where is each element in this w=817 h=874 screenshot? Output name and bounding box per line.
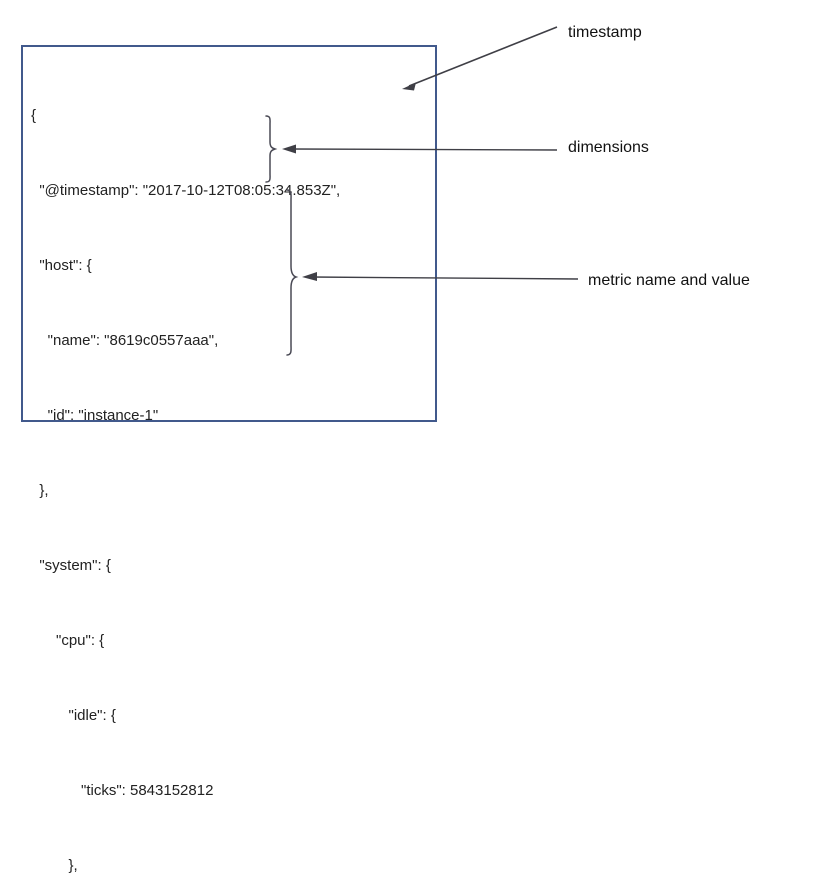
annotation-label-metric: metric name and value <box>588 272 750 289</box>
json-line-cpu-open: "cpu": { <box>31 632 105 649</box>
json-line-idle-close: }, <box>31 857 78 874</box>
json-line-host-id: "id": "instance-1" <box>31 407 159 424</box>
json-line-ticks: "ticks": 5843152812 <box>31 782 214 799</box>
json-line-host-open: "host": { <box>31 257 92 274</box>
json-line-host-close: }, <box>31 482 49 499</box>
annotation-label-timestamp: timestamp <box>568 24 642 41</box>
json-line-system-open: "system": { <box>31 557 111 574</box>
json-line: { <box>31 107 37 124</box>
annotation-label-dimensions: dimensions <box>568 139 649 156</box>
diagram-canvas: { "@timestamp": "2017-10-12T08:05:34.853… <box>21 24 750 874</box>
json-code-block: { "@timestamp": "2017-10-12T08:05:34.853… <box>31 53 431 874</box>
json-document-box: { "@timestamp": "2017-10-12T08:05:34.853… <box>21 45 437 874</box>
json-line-idle-open: "idle": { <box>31 707 116 724</box>
json-line-timestamp: "@timestamp": "2017-10-12T08:05:34.853Z"… <box>31 182 341 199</box>
json-line-host-name: "name": "8619c0557aaa", <box>31 332 219 349</box>
